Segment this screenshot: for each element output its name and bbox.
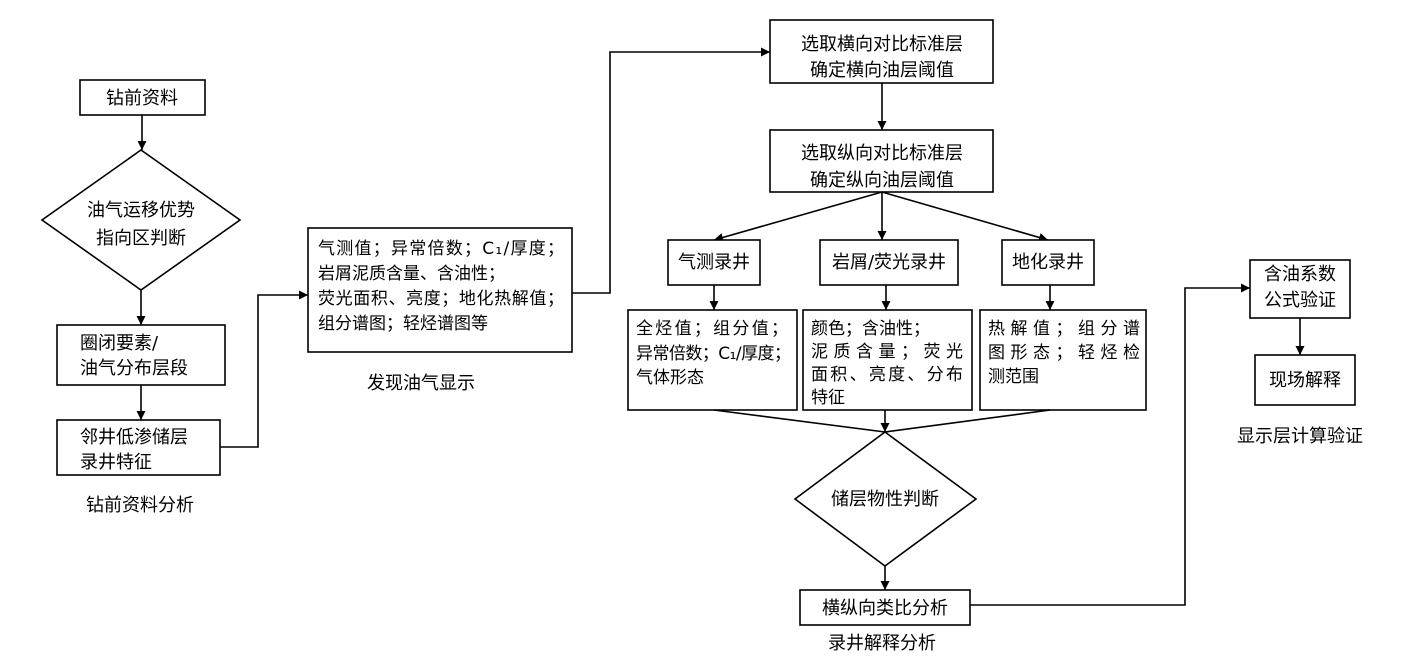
analogy-analysis-label: 横纵向类比分析: [822, 598, 948, 619]
pre-drilling-data-node: 钻前资料: [79, 79, 206, 116]
line-geochem-details-to-judgment: [884, 409, 1051, 433]
cuttings-logging-label: 岩屑/荧光录井: [832, 252, 946, 273]
trap-elements-node: 圈闭要素/ 油气分布层段: [56, 324, 226, 386]
caption-pre-drilling-analysis: 钻前资料分析: [86, 495, 194, 516]
geochem-details-node: 热解值；组分谱 图形态；轻烃检 测范围: [979, 309, 1147, 411]
trap-elements-line-2: 油气分布层段: [80, 358, 188, 379]
gas-logging-label: 气测录井: [678, 252, 750, 273]
migration-judgment-line-2: 指向区判断: [96, 228, 186, 249]
neighbor-well-line-1: 邻井低渗储层: [80, 427, 188, 448]
cuttings-details-node: 颜色；含油性； 泥质含量；荧光 面积、亮度、分布 特征: [802, 309, 973, 411]
gas-details-line-3: 气体形态: [636, 368, 704, 388]
connector-show-to-lateral: [572, 47, 770, 294]
connector-analogy-to-coefficient: [970, 283, 1250, 606]
arrow-vertical-to-geochem: [881, 191, 1049, 242]
oil-coefficient-line-2: 公式验证: [1264, 290, 1336, 311]
show-parameters-node: 气测值；异常倍数；C₁/厚度； 岩屑泥质含量、含油性； 荧光面积、亮度；地化热解…: [307, 227, 573, 353]
connector-neighbor-to-show: [220, 290, 308, 448]
field-interpretation-node: 现场解释: [1254, 354, 1356, 406]
neighbor-well-line-2: 录井特征: [80, 452, 152, 473]
analogy-analysis-node: 横纵向类比分析: [799, 589, 971, 626]
caption-show-layer-verification: 显示层计算验证: [1237, 426, 1363, 447]
pre-drilling-data-label: 钻前资料: [106, 88, 178, 109]
field-interpretation-label: 现场解释: [1269, 370, 1341, 391]
migration-judgment-line-1: 油气运移优势: [87, 200, 195, 221]
geochem-details-line-3: 测范围: [988, 367, 1039, 387]
caption-show-discovery: 发现油气显示: [367, 373, 475, 394]
gas-details-node: 全烃值；组分值； 异常倍数；C₁/厚度； 气体形态: [627, 309, 798, 411]
show-params-line-3: 荧光面积、亮度；地化热解值；: [318, 289, 564, 309]
caption-logging-interpretation: 录井解释分析: [828, 633, 936, 654]
geochem-details-line-2: 图形态；轻烃检: [988, 343, 1140, 363]
lateral-standard-line-2: 确定横向油层阈值: [810, 60, 954, 81]
geochem-logging-label: 地化录井: [1012, 252, 1084, 273]
oil-coefficient-node: 含油系数 公式验证: [1249, 259, 1351, 319]
neighbor-well-node: 邻井低渗储层 录井特征: [56, 419, 221, 476]
reservoir-judgment-label: 储层物性判断: [831, 489, 939, 510]
vertical-standard-line-2: 确定纵向油层阈值: [810, 170, 954, 191]
trap-elements-line-1: 圈闭要素/: [80, 333, 159, 354]
migration-judgment-decision: 油气运移优势 指向区判断: [40, 149, 242, 291]
reservoir-judgment-decision: 储层物性判断: [793, 431, 978, 567]
line-gas-details-to-judgment: [713, 409, 886, 433]
lateral-standard-line-1: 选取横向对比标准层: [801, 34, 963, 55]
oil-coefficient-line-1: 含油系数: [1264, 264, 1336, 285]
cuttings-details-line-2: 泥质含量；荧光: [811, 342, 963, 362]
show-params-line-2: 岩屑泥质含量、含油性；: [318, 264, 505, 284]
gas-details-line-2: 异常倍数；C₁/厚度；: [636, 344, 791, 364]
cuttings-details-line-1: 颜色；含油性；: [811, 319, 930, 339]
lateral-standard-node: 选取横向对比标准层 确定横向油层阈值: [769, 19, 994, 84]
vertical-standard-node: 选取纵向对比标准层 确定纵向油层阈值: [769, 129, 994, 193]
cuttings-logging-node: 岩屑/荧光录井: [819, 239, 959, 286]
geochem-details-line-1: 热解值；组分谱: [988, 319, 1140, 339]
cuttings-details-line-4: 特征: [811, 388, 845, 408]
geochem-logging-node: 地化录井: [1001, 239, 1095, 286]
show-params-line-4: 组分谱图；轻烃谱图等: [318, 314, 488, 334]
show-params-line-1: 气测值；异常倍数；C₁/厚度；: [318, 239, 564, 259]
gas-logging-node: 气测录井: [667, 239, 761, 286]
arrow-vertical-to-gas: [713, 191, 883, 242]
vertical-standard-line-1: 选取纵向对比标准层: [801, 143, 963, 164]
